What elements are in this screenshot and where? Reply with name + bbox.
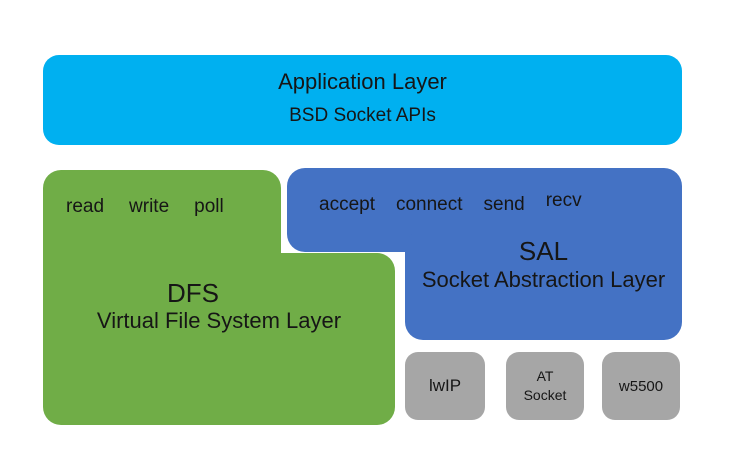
bsd-socket-apis-label: BSD Socket APIs [289,105,436,126]
backend-at-socket-label-line2: Socket [523,387,567,403]
sal-api-send: send [483,194,525,215]
sal-layer-name: Socket Abstraction Layer [421,267,666,292]
application-layer-title: Application Layer [278,69,447,94]
dfs-layer-name: Virtual File System Layer [96,308,342,333]
sal-api-accept: accept [319,194,375,215]
backend-w5500-box: w5500 [602,352,680,420]
backend-lwip-label: lwIP [428,376,462,395]
sal-layer-shape-lower [405,230,682,340]
dfs-api-poll: poll [194,196,224,217]
sal-api-list: accept connect send recv [319,190,582,216]
sal-api-connect: connect [395,194,463,215]
backend-at-socket-box: AT Socket [506,352,584,420]
sal-api-recv: recv [545,190,582,211]
backend-at-socket-label-line1: AT [536,368,554,384]
dfs-layer-shape-lower [43,253,395,425]
dfs-api-list: read write poll [66,196,224,218]
dfs-api-read: read [66,196,105,217]
backend-w5500-label: w5500 [618,377,664,395]
application-layer-box [43,55,682,145]
dfs-acronym: DFS [167,278,219,308]
sal-acronym: SAL [518,236,569,266]
backend-lwip-box: lwIP [405,352,485,420]
dfs-api-write: write [129,196,170,217]
